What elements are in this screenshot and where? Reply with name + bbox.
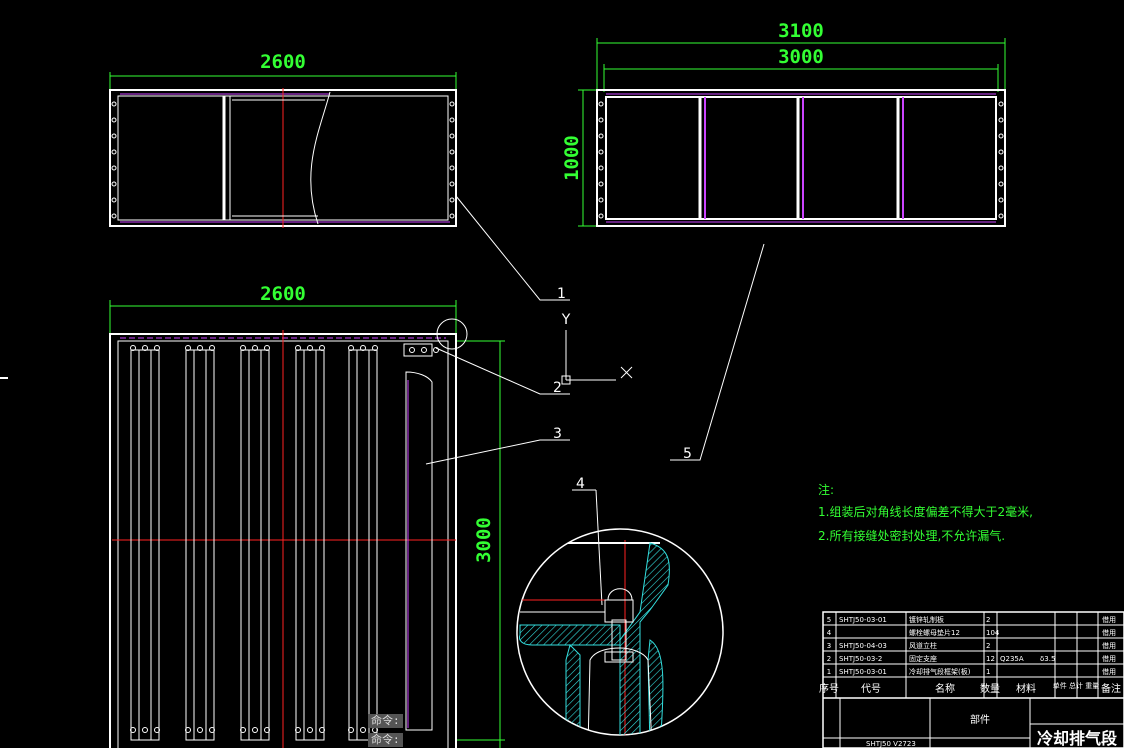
bom-cell-qty: 12	[986, 655, 995, 663]
bom-cell-qty: 104	[986, 629, 1000, 637]
callout-1: 1	[557, 286, 566, 302]
bom-header-remark: 备注	[1101, 682, 1121, 695]
dim-plan-width: 2600	[260, 283, 306, 305]
bom-cell-name: 冷却排气段框架(板)	[909, 667, 971, 676]
command-line-2[interactable]: 命令:	[368, 733, 403, 747]
bom-cell-qty: 1	[986, 668, 990, 676]
title-drawing-type: 部件	[970, 713, 990, 726]
bom-cell-no: 1	[827, 668, 831, 676]
detail-view	[516, 528, 724, 736]
bom-cell-code: SHTJ50-04-03	[839, 642, 887, 650]
bom-cell-name: 螺栓螺母垫片12	[909, 628, 960, 637]
bom-cell-qty: 2	[986, 642, 990, 650]
bom-cell-qty: 2	[986, 616, 990, 624]
callout-4: 4	[576, 476, 585, 492]
bom-cell-remark: 借用	[1102, 641, 1116, 650]
dim-top-left-width: 2600	[260, 51, 306, 73]
ucs-icon	[561, 330, 633, 385]
bom-cell-remark: 借用	[1102, 615, 1116, 624]
bom-cell-code: SHTJ50-03-01	[839, 616, 887, 624]
ucs-y-label: Y	[561, 312, 571, 328]
note-line-1: 1.组装后对角线长度偏差不得大于2毫米,	[818, 504, 1033, 519]
bom-cell-no: 5	[827, 616, 831, 624]
leader-lines	[425, 195, 765, 606]
top-right-elevation: 3100 3000 1000	[561, 20, 1006, 227]
note-heading: 注:	[818, 482, 834, 497]
plan-view: 2600 3000	[109, 283, 505, 748]
bom-cell-no: 4	[827, 629, 832, 637]
bom-header-qty: 数量	[980, 682, 1000, 695]
dim-top-right-height: 1000	[561, 135, 583, 181]
callout-2: 2	[553, 380, 562, 396]
bom-cell-code: SHTJ50-03-01	[839, 668, 887, 676]
dim-plan-height: 3000	[473, 517, 495, 563]
bom-cell-remark: 借用	[1102, 654, 1116, 663]
dim-top-right-inner: 3000	[778, 46, 824, 68]
callout-3: 3	[553, 426, 562, 442]
bom-cell-remark: 借用	[1102, 628, 1116, 637]
bom-cell-remark: 借用	[1102, 667, 1116, 676]
bom-header-mass: 单件 总计 重量	[1053, 681, 1099, 690]
bom-header-code: 代号	[861, 683, 881, 695]
bom-header-no: 序号	[819, 682, 839, 695]
bom-cell-name: 镀锌轧制板	[909, 615, 944, 624]
dim-top-right-outer: 3100	[778, 20, 824, 42]
callout-5: 5	[683, 446, 692, 462]
bom-cell-name: 固定支座	[909, 654, 937, 663]
bom-cell-mass: δ3.5	[1040, 655, 1055, 663]
bom-cell-code: SHTJ50-03-2	[839, 655, 882, 663]
bom-header-material: 材料	[1016, 682, 1036, 695]
note-line-2: 2.所有接缝处密封处理,不允许漏气.	[818, 528, 1005, 543]
title-block-title: 冷却排气段	[1037, 729, 1118, 748]
top-left-elevation: 2600	[109, 51, 457, 228]
bom-cell-no: 2	[827, 655, 831, 663]
bom-table	[822, 611, 1124, 748]
bom-cell-material: Q235A	[1000, 655, 1024, 663]
command-line-1[interactable]: 命令:	[368, 714, 403, 728]
bom-cell-no: 3	[827, 642, 831, 650]
bom-header-name: 名称	[935, 682, 955, 695]
title-block-code: SHTJ50 V2723	[866, 740, 916, 748]
bom-cell-name: 风道立柱	[909, 641, 937, 650]
